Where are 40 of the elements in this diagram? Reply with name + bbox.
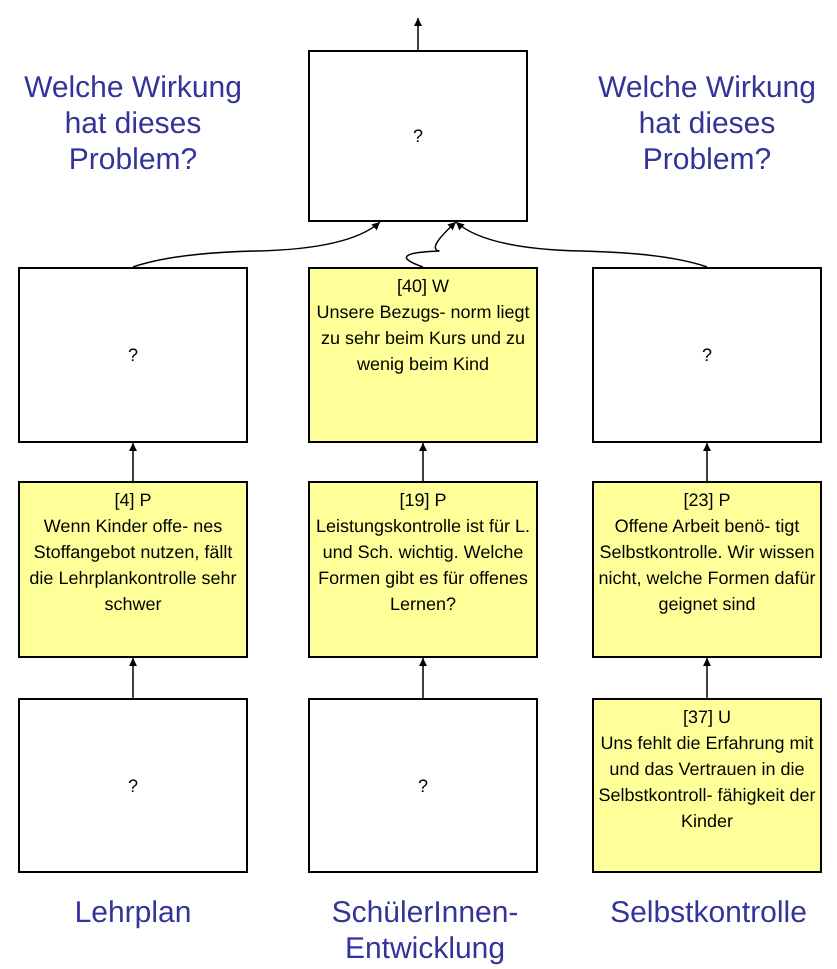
arrow [419, 658, 427, 698]
question-heading: Welche Wirkung hat dieses Problem? [597, 70, 817, 178]
card-text: Uns fehlt die Erfahrung mit und das Vertrauen in die Selbstkontroll- fähigkeit der Kinder [597, 732, 817, 833]
question-mark: ? [416, 774, 429, 798]
card-heading: [23] P [682, 489, 732, 512]
placeholder-box [308, 50, 528, 222]
column-label: SchülerInnen- Entwicklung [330, 895, 520, 967]
placeholder-box [18, 698, 248, 873]
card-text: Unsere Bezugs- norm liegt zu sehr beim Kurs und zu wenig beim Kind [315, 301, 531, 376]
arrow [414, 18, 422, 50]
card-text: Leistungskontrolle ist für L. und Sch. wichtig. Welche Formen gibt es für offenes Lernen? [314, 515, 532, 616]
placeholder-box [592, 267, 822, 443]
problem-card [592, 698, 822, 873]
problem-card [308, 267, 538, 443]
placeholder-box [18, 267, 248, 443]
card-text: Offene Arbeit benö- tigt Selbstkontrolle. Wir wissen nicht, welche Formen dafür geignet sind [597, 515, 817, 616]
question-mark: ? [700, 344, 713, 367]
question-mark: ? [412, 125, 424, 148]
card-heading: [4] P [113, 489, 153, 512]
problem-card [18, 481, 248, 658]
problem-card [308, 481, 538, 658]
arrow [703, 443, 711, 481]
card-heading: [37] U [682, 706, 732, 729]
arrow [703, 658, 711, 698]
card-text: Wenn Kinder offe- nes Stoffangebot nutzen, fällt die Lehrplankontrolle sehr schwer [28, 515, 238, 616]
question-mark: ? [126, 344, 139, 367]
placeholder-box [308, 698, 538, 873]
column-label: Lehrplan [74, 895, 192, 931]
arrow [419, 443, 427, 481]
question-mark: ? [126, 774, 139, 798]
card-heading: [40] W [396, 275, 450, 298]
problem-card [592, 481, 822, 658]
question-heading: Welche Wirkung hat dieses Problem? [23, 70, 243, 178]
arrow [129, 658, 137, 698]
card-heading: [19] P [398, 489, 448, 512]
arrow [456, 221, 708, 268]
arrow [132, 221, 380, 268]
column-label: Selbstkontrolle [609, 895, 808, 931]
arrow [129, 443, 137, 481]
arrow [406, 221, 456, 268]
